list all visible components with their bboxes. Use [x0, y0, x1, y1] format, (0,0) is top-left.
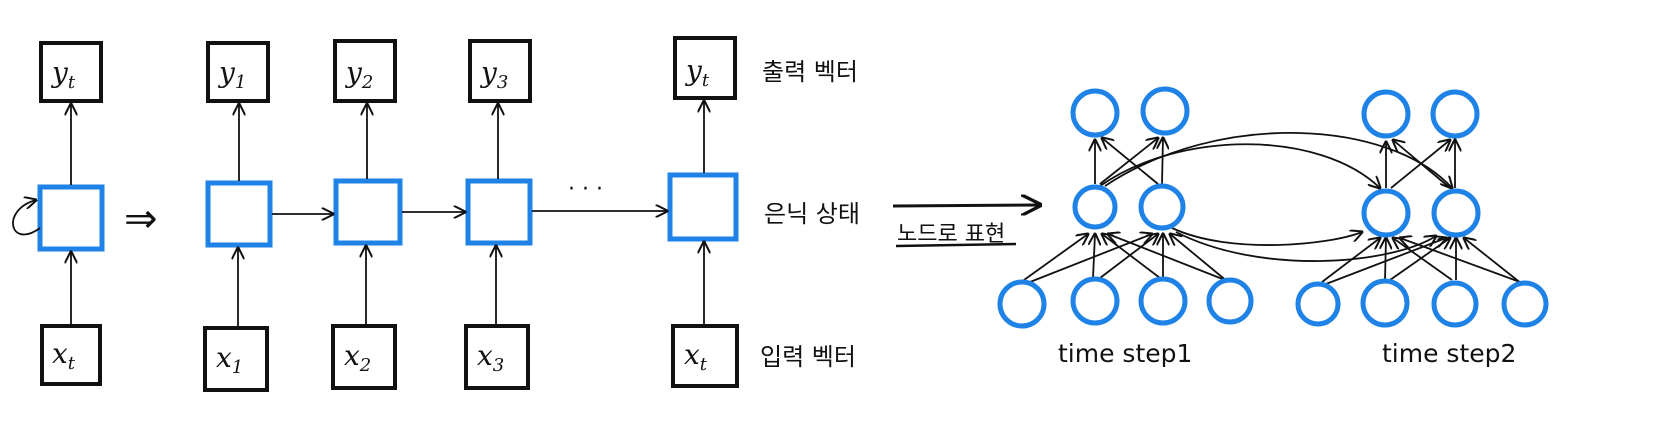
edge — [1093, 234, 1095, 279]
self-loop-arrow — [12, 200, 41, 236]
input-label-2: x2 — [344, 339, 371, 376]
output-label-2: y2 — [344, 56, 373, 93]
ts2-hidden-node-2 — [1431, 188, 1481, 238]
implies-arrow: ⇒ — [124, 196, 158, 242]
timestep-2-label: time step2 — [1382, 339, 1516, 368]
input-vector-label: 입력 벡터 — [760, 343, 856, 371]
ts1-input-node-1 — [997, 279, 1047, 329]
ellipsis: · · · — [568, 177, 603, 202]
folded-rnn: yt xt — [12, 41, 105, 386]
input-label-1: x1 — [216, 341, 243, 378]
hidden-box-1 — [205, 180, 273, 248]
ts1-input-node-3 — [1138, 276, 1188, 326]
ts1-hidden-output-edges — [1095, 138, 1163, 185]
edge — [1464, 238, 1523, 285]
node-graph — [997, 86, 1549, 329]
input-box-2 — [331, 324, 397, 390]
input-box-t — [671, 324, 739, 388]
ts2-input-hidden-edges — [1321, 238, 1523, 285]
edge — [1162, 138, 1163, 185]
node-representation-label: 노드로 표현 — [897, 222, 1005, 247]
output-label-t: yt — [684, 54, 710, 91]
edge — [1385, 238, 1386, 281]
output-vector-label: 출력 벡터 — [762, 58, 858, 86]
to-node-arrow — [892, 205, 1040, 206]
edge — [1108, 234, 1226, 281]
output-box-3 — [468, 39, 532, 103]
output-box-t — [673, 36, 737, 100]
output-label-1: y1 — [217, 56, 246, 93]
folded-input-box — [40, 324, 102, 386]
hidden-box-t — [667, 172, 739, 242]
edge — [1171, 227, 1362, 246]
folded-hidden-box — [37, 184, 105, 252]
unrolled-rnn: y1 y2 y3 yt x1 x2 x3 xt · — [203, 36, 739, 392]
ts1-output-node-2 — [1140, 86, 1190, 136]
edge — [1099, 143, 1380, 188]
ts2-input-node-2 — [1360, 278, 1410, 328]
output-label-3: y3 — [479, 56, 508, 93]
ts1-input-node-2 — [1070, 276, 1120, 326]
ts2-input-node-4 — [1501, 280, 1549, 328]
edge — [1102, 234, 1161, 279]
ts2-hidden-output-edges — [1386, 140, 1455, 189]
edge — [1102, 138, 1159, 185]
output-box-1 — [206, 41, 270, 103]
ts1-output-node-1 — [1070, 88, 1120, 138]
hidden-box-3 — [465, 178, 533, 246]
edge — [1029, 234, 1152, 283]
ts1-input-hidden-edges — [1023, 234, 1229, 283]
folded-output-box — [39, 41, 103, 103]
ts2-output-node-1 — [1361, 89, 1411, 139]
hidden-state-label: 은닉 상태 — [764, 200, 860, 228]
input-box-1 — [203, 326, 269, 392]
ts2-hidden-node-1 — [1361, 188, 1411, 238]
edge — [1321, 238, 1380, 283]
edge — [1393, 238, 1453, 281]
node-representation-underline — [895, 242, 1017, 248]
edge — [1400, 238, 1521, 283]
input-label-3: x3 — [477, 339, 504, 376]
ts1-hidden-node-1 — [1072, 184, 1118, 230]
output-box-2 — [333, 39, 397, 103]
ts2-output-node-2 — [1430, 89, 1480, 139]
edge — [1393, 140, 1451, 189]
ts2-input-node-3 — [1431, 280, 1479, 328]
edge — [1175, 231, 1436, 262]
folded-input-label: xt — [52, 337, 76, 374]
edge — [1023, 234, 1088, 281]
ts1-hidden-node-2 — [1138, 183, 1186, 231]
timestep-1-label: time step1 — [1058, 339, 1192, 368]
folded-output-label: yt — [50, 56, 76, 93]
input-label-t: xt — [684, 338, 708, 375]
ts1-input-node-4 — [1206, 277, 1254, 325]
edge — [1170, 234, 1229, 283]
ts2-input-node-1 — [1295, 281, 1341, 327]
edge — [1389, 238, 1450, 281]
input-box-3 — [464, 324, 530, 390]
edge — [1099, 234, 1158, 279]
hidden-box-2 — [333, 178, 403, 246]
